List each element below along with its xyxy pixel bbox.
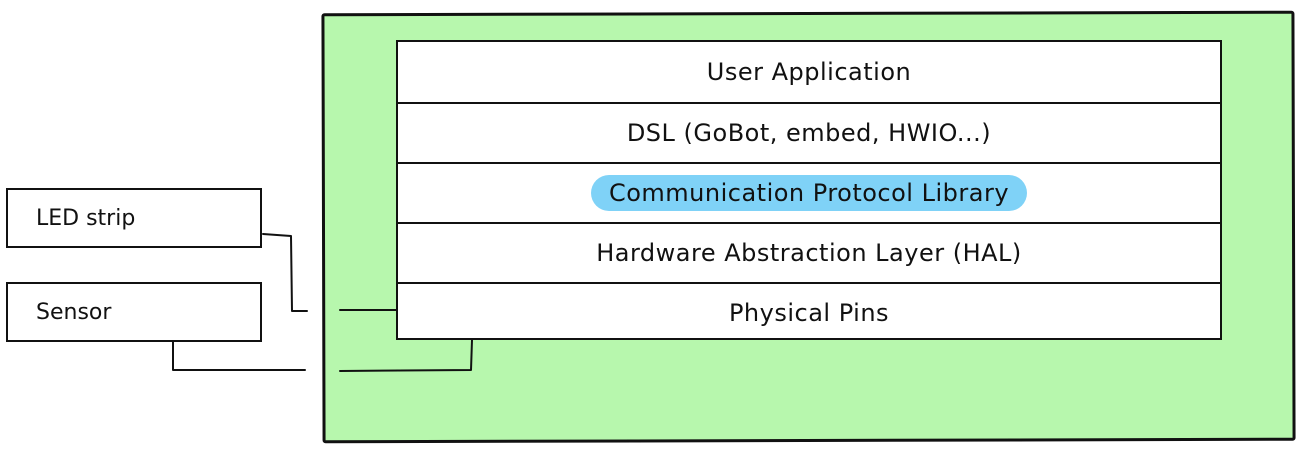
layer-physical-pins: Physical Pins — [398, 282, 1220, 342]
layer-user-application: User Application — [398, 42, 1220, 102]
layer-label: Physical Pins — [728, 299, 890, 327]
device-label: LED strip — [36, 205, 136, 231]
device-label: Sensor — [36, 299, 112, 325]
layer-label: DSL (GoBot, embed, HWIO...) — [626, 119, 992, 147]
layer-dsl: DSL (GoBot, embed, HWIO...) — [398, 102, 1220, 162]
software-stack: User Application DSL (GoBot, embed, HWIO… — [396, 40, 1222, 340]
led-wire-device-side — [262, 233, 308, 312]
highlighted-layer-label: Communication Protocol Library — [590, 175, 1028, 211]
layer-label: User Application — [706, 58, 912, 86]
device-led-strip: LED strip — [6, 188, 262, 248]
layer-communication-protocol-library: Communication Protocol Library — [398, 162, 1220, 222]
layer-label: Hardware Abstraction Layer (HAL) — [596, 239, 1022, 267]
device-sensor: Sensor — [6, 282, 262, 342]
sensor-wire-device-side — [172, 341, 306, 371]
layer-hal: Hardware Abstraction Layer (HAL) — [398, 222, 1220, 282]
